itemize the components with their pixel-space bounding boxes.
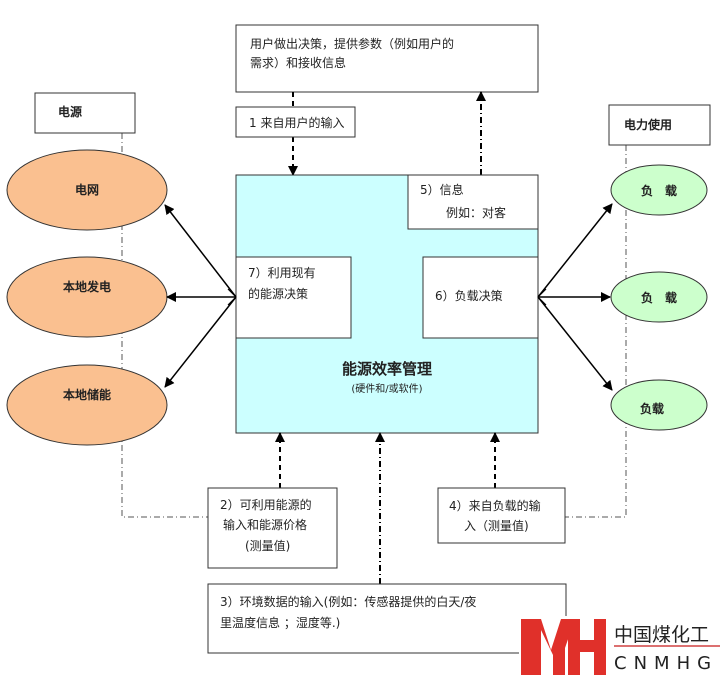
source-local-storage: 本地储能 bbox=[6, 364, 168, 446]
svg-text:3）环境数据的输入(例如：传感器提供的白天/夜: 3）环境数据的输入(例如：传感器提供的白天/夜 bbox=[220, 594, 476, 609]
load-input-box: 4）来自负载的输 入（测量值) bbox=[437, 487, 566, 544]
svg-text:电源: 电源 bbox=[58, 104, 82, 119]
svg-text:电网: 电网 bbox=[75, 182, 99, 197]
existing-energy-decision-box bbox=[235, 256, 352, 339]
user-decision-box: 用户做出决策，提供参数（例如用户的 需求）和接收信息 bbox=[235, 24, 539, 93]
svg-text:的能源决策: 的能源决策 bbox=[248, 286, 308, 301]
svg-text:里温度信息 ；湿度等.): 里温度信息 ；湿度等.) bbox=[220, 615, 340, 630]
source-arrows bbox=[164, 204, 237, 388]
usage-header: 电力使用 bbox=[608, 104, 711, 146]
env-input-box: 3）环境数据的输入(例如：传感器提供的白天/夜 里温度信息 ；湿度等.) bbox=[207, 583, 567, 654]
svg-text:4）来自负载的输: 4）来自负载的输 bbox=[449, 498, 541, 513]
main-title: 能源效率管理 bbox=[342, 360, 432, 378]
svg-text:电力使用: 电力使用 bbox=[624, 117, 672, 132]
load-arrows bbox=[537, 203, 613, 391]
user-input-box: 1 来自用户的输入 bbox=[235, 106, 356, 138]
source-header: 电源 bbox=[34, 92, 136, 134]
source-local-generation: 本地发电 bbox=[6, 256, 168, 338]
svg-text:本地储能: 本地储能 bbox=[63, 387, 111, 402]
info-box bbox=[407, 174, 539, 230]
svg-text:6）负载决策: 6）负载决策 bbox=[435, 289, 503, 303]
svg-text:负 载: 负 载 bbox=[641, 290, 677, 305]
svg-text:2）可利用能源的: 2）可利用能源的 bbox=[220, 497, 312, 512]
svg-text:入（测量值): 入（测量值) bbox=[464, 518, 529, 533]
svg-text:负 载: 负 载 bbox=[641, 183, 677, 198]
svg-text:本地发电: 本地发电 bbox=[63, 279, 111, 294]
svg-text:例如：对客: 例如：对客 bbox=[446, 205, 506, 220]
source-guide-line bbox=[121, 133, 627, 518]
svg-text:输入和能源价格: 输入和能源价格 bbox=[223, 517, 307, 532]
user-decision-text: 用户做出决策，提供参数（例如用户的 bbox=[250, 36, 454, 51]
svg-text:(测量值): (测量值) bbox=[245, 538, 290, 553]
logo-cn-text: 中国煤化工 bbox=[614, 624, 709, 646]
svg-text:1 来自用户的输入: 1 来自用户的输入 bbox=[249, 115, 344, 130]
available-energy-box: 2）可利用能源的 输入和能源价格 (测量值) bbox=[207, 487, 338, 569]
svg-text:负载: 负载 bbox=[640, 401, 664, 416]
energy-efficiency-management-box: 5）信息 例如：对客 7）利用现有 的能源决策 6）负载决策 能源效率管理 (硬… bbox=[235, 174, 539, 434]
load-1: 负 载 bbox=[610, 164, 708, 216]
svg-text:5）信息: 5）信息 bbox=[420, 182, 464, 197]
main-subtitle: (硬件和/或软件) bbox=[351, 382, 422, 395]
svg-text:7）利用现有: 7）利用现有 bbox=[248, 266, 316, 280]
logo-en-text: CNMHG bbox=[614, 653, 718, 674]
load-decision-box bbox=[422, 256, 539, 339]
load-2: 负 载 bbox=[610, 271, 708, 323]
user-decision-text-2: 需求）和接收信息 bbox=[250, 55, 346, 70]
cnmhg-logo: 中国煤化工 CNMHG bbox=[519, 616, 726, 681]
load-3: 负载 bbox=[610, 379, 708, 431]
source-grid: 电网 bbox=[6, 149, 168, 231]
